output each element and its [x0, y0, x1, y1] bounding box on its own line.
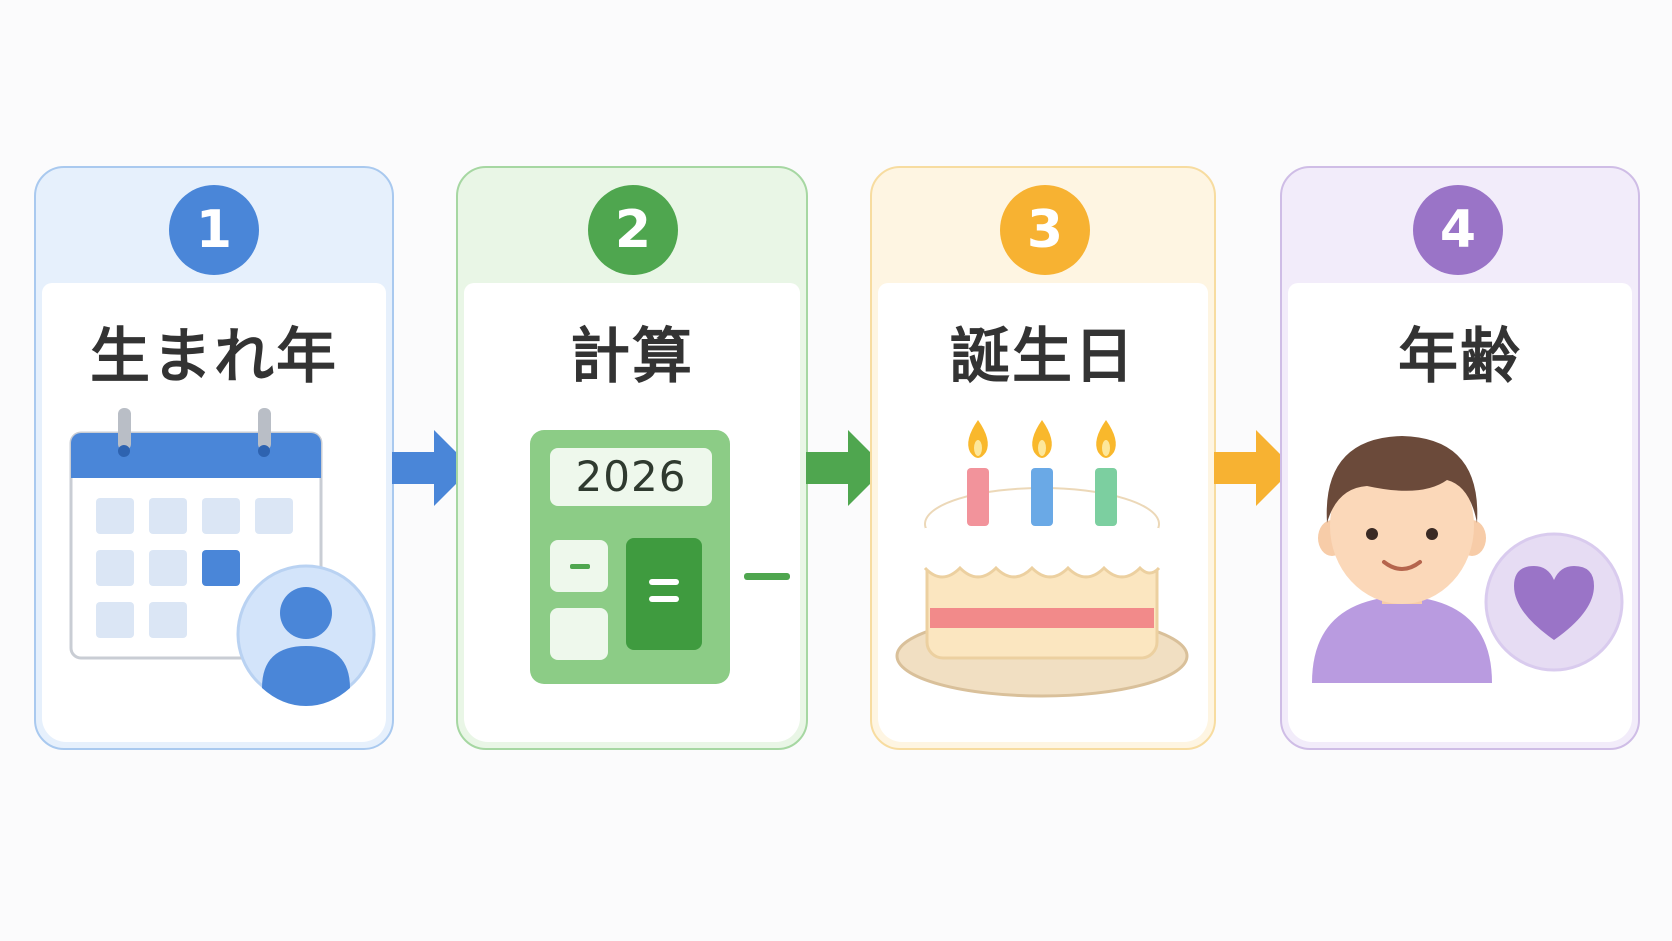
arrow-right-icon: [392, 430, 472, 506]
flame-icon: [968, 420, 1116, 458]
step-title-3: 誕生日: [950, 322, 1136, 392]
candle-icon: [967, 468, 1117, 526]
calculator-display: 2026: [575, 452, 687, 501]
step-badge-2: 2: [588, 185, 678, 275]
step-card-4: 4 年齢: [1280, 166, 1640, 750]
step-card-1: 1 生まれ年: [34, 166, 394, 750]
step-badge-4: 4: [1413, 185, 1503, 275]
arrow-right-icon: [1214, 430, 1294, 506]
arrow-right-icon: [806, 430, 886, 506]
heart-icon: [1484, 532, 1624, 672]
step-badge-3: 3: [1000, 185, 1090, 275]
cake-icon: [895, 420, 1189, 698]
step-title-4: 年齢: [1398, 322, 1522, 392]
user-icon: [236, 564, 376, 706]
calendar-icon: [69, 408, 376, 706]
calculator-icon: [530, 430, 730, 684]
step-card-2: 2 計算 2026: [456, 166, 808, 750]
step-card-3: 3 誕生日: [870, 166, 1216, 750]
step-title-2: 計算: [570, 322, 694, 392]
person-icon: [1312, 436, 1492, 683]
minus-sign-icon: [744, 573, 790, 580]
step-title-1: 生まれ年: [90, 322, 338, 392]
step-badge-1: 1: [169, 185, 259, 275]
